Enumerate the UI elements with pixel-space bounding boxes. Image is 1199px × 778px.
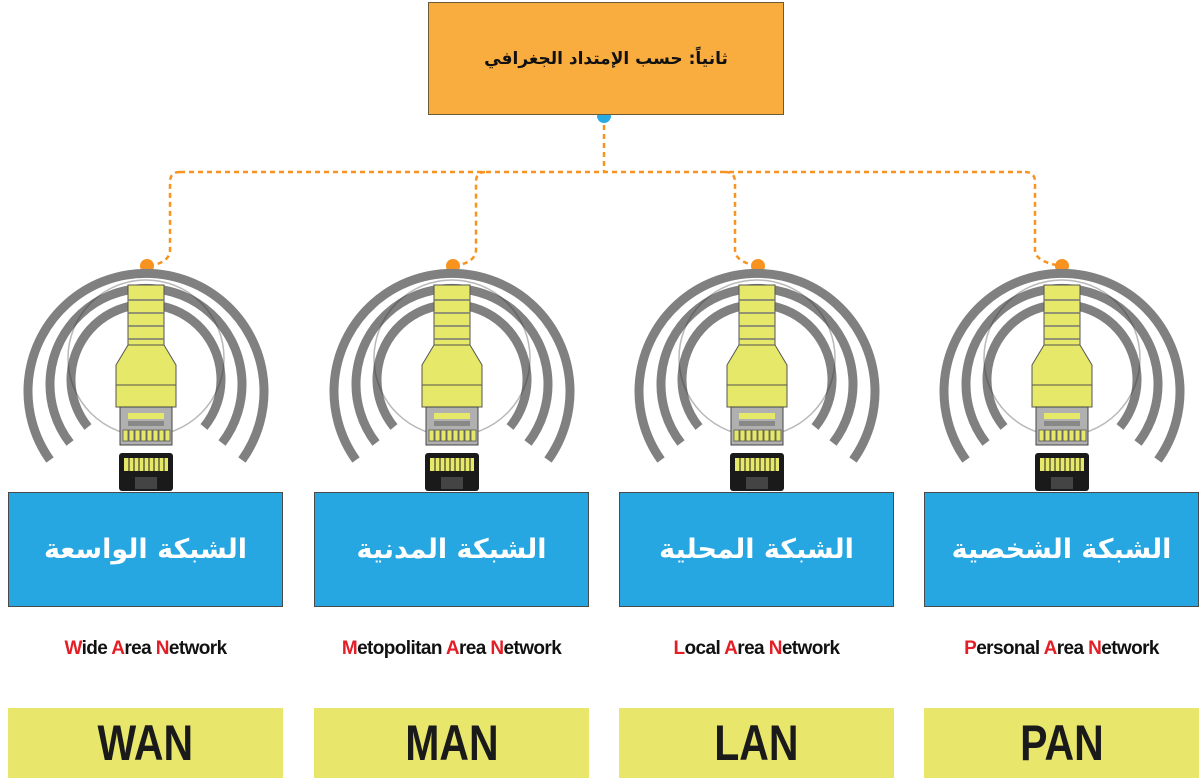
word-rest: etwork [781,638,840,659]
word-initial: A [1043,638,1058,659]
word-rest: ersonal [976,638,1040,659]
word-initial: A [445,638,460,659]
network-abbreviation: LAN [714,715,799,771]
ethernet-plug-icon [23,268,269,491]
network-full-name: Local Area Network [599,638,914,660]
network-full-name: Wide Area Network [0,638,303,660]
word-rest: ocal [684,638,721,659]
root-category-box: ثانياً: حسب الإمتداد الجغرافي [428,2,784,115]
word-rest: ide [81,638,108,659]
network-arabic-name: الشبكة المدنية [356,534,547,565]
network-arabic-name: الشبكة الشخصية [951,534,1172,565]
word-initial: N [1088,638,1102,659]
word-initial: N [155,638,170,659]
word-rest: rea [124,638,152,659]
network-name-box: الشبكة المدنية [314,492,589,607]
network-abbr-box: WAN [8,708,283,778]
word-initial: W [64,638,82,659]
word-initial: A [111,638,125,659]
network-name-box: الشبكة المحلية [619,492,894,607]
root-title: ثانياً: حسب الإمتداد الجغرافي [484,48,728,69]
network-abbr-box: MAN [314,708,589,778]
network-abbreviation: PAN [1019,715,1104,771]
network-node-wan: الشبكة الواسعة Wide Area Network WAN [8,0,283,778]
word-rest: etwork [1101,638,1159,659]
network-node-pan: الشبكة الشخصية Personal Area Network PAN [924,0,1199,778]
network-arabic-name: الشبكة المحلية [659,534,854,565]
branch-wan [149,170,181,268]
network-abbr-box: PAN [924,708,1199,778]
network-node-man: الشبكة المدنية Metopolitan Area Network … [314,0,589,778]
network-abbr-box: LAN [619,708,894,778]
word-rest: rea [458,638,486,659]
branch-man [454,170,486,268]
branch-pan [1024,170,1063,268]
word-initial: P [964,638,977,659]
network-full-name: Metopolitan Area Network [294,638,609,660]
network-abbreviation: WAN [97,715,194,771]
ethernet-plug-icon [939,268,1185,491]
network-arabic-name: الشبكة الواسعة [43,534,248,565]
ethernet-plug-icon [634,268,880,491]
word-initial: N [768,638,783,659]
branch-lan [724,170,759,268]
word-initial: L [673,638,686,659]
word-initial: M [341,638,358,659]
word-rest: etwork [503,638,562,659]
network-abbreviation: MAN [404,715,499,771]
network-name-box: الشبكة الواسعة [8,492,283,607]
ethernet-plug-icon [329,268,575,491]
network-name-box: الشبكة الشخصية [924,492,1199,607]
word-initial: A [724,638,738,659]
network-node-lan: الشبكة المحلية Local Area Network LAN [619,0,894,778]
word-initial: N [490,638,504,659]
word-rest: etopolitan [357,638,442,659]
network-full-name: Personal Area Network [904,638,1199,660]
word-rest: etwork [168,638,227,659]
word-rest: rea [1056,638,1084,659]
word-rest: rea [737,638,765,659]
